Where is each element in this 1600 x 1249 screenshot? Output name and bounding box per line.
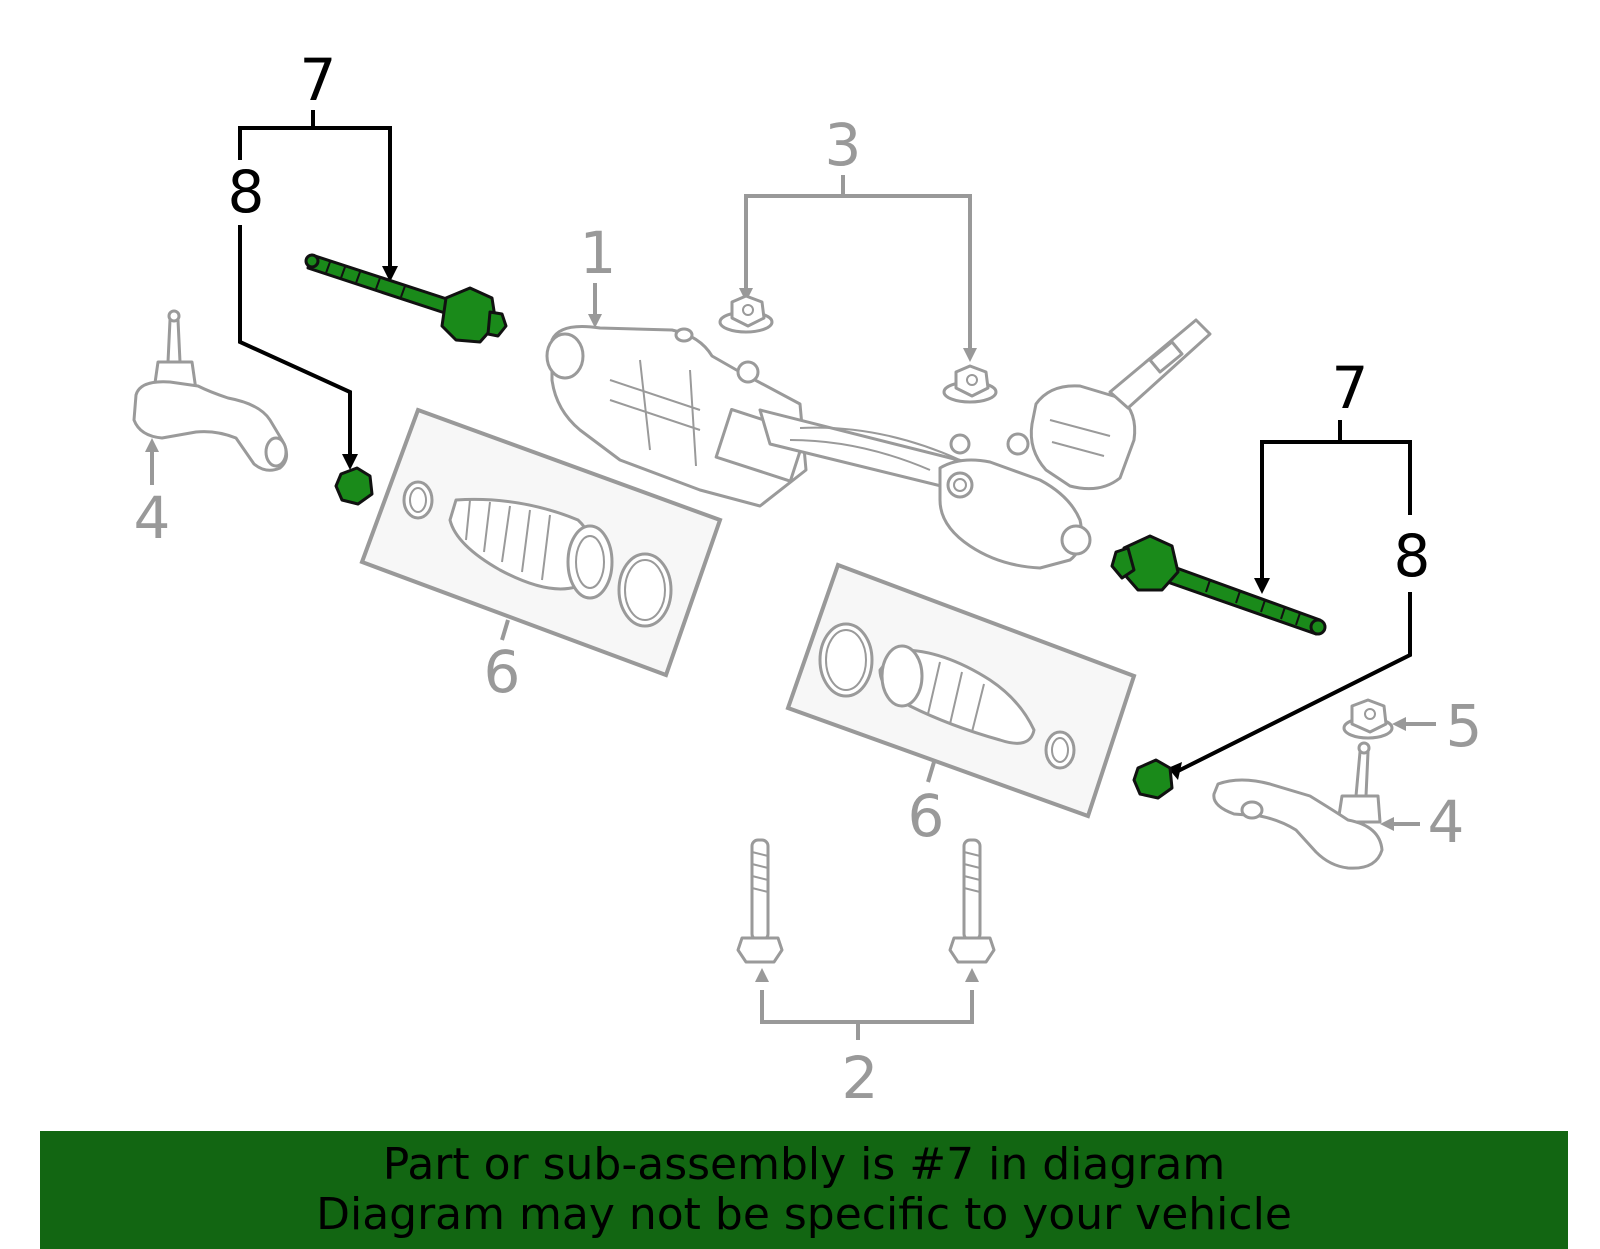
leader-line-7-left-a [238, 110, 315, 160]
arrow-head-8-left [342, 454, 358, 470]
banner-line-1: Part or sub-assembly is #7 in diagram [382, 1139, 1226, 1190]
mounting-bolt-2b[interactable] [948, 838, 996, 964]
callout-5[interactable]: 5 [1446, 692, 1483, 760]
callout-7-right[interactable]: 7 [1332, 354, 1369, 422]
callout-3[interactable]: 3 [825, 111, 862, 179]
castle-nut-5[interactable] [1342, 698, 1394, 740]
callout-1[interactable]: 1 [580, 219, 617, 287]
callout-2[interactable]: 2 [842, 1044, 879, 1112]
leader-line-2 [760, 990, 974, 1024]
leader-line-8-right [1175, 592, 1412, 774]
callout-4-right[interactable]: 4 [1428, 788, 1465, 856]
leader-line-3-b [843, 194, 972, 350]
callout-8-left[interactable]: 8 [228, 158, 265, 226]
callout-6-right[interactable]: 6 [908, 782, 945, 850]
callout-7-left[interactable]: 7 [300, 46, 337, 114]
leader-line-7-right-b [1340, 440, 1412, 515]
arrow-head-8-right [1168, 762, 1182, 780]
callout-4-left[interactable]: 4 [134, 484, 171, 552]
steering-gear-assembly[interactable] [545, 318, 1212, 570]
boot-kit-left[interactable] [359, 407, 723, 678]
leader-line-6-right [926, 761, 936, 783]
outer-tie-rod-end-right[interactable] [1212, 741, 1384, 870]
arrow-head-1 [588, 314, 602, 328]
arrow-head-7-left [382, 266, 398, 282]
banner-line-2: Diagram may not be specific to your vehi… [316, 1189, 1292, 1240]
arrow-head-3-b [963, 348, 977, 362]
inner-tie-rod-left[interactable] [304, 253, 508, 344]
arrow-head-2-b [965, 968, 979, 982]
arrow-head-4-left [145, 438, 159, 452]
arrow-head-4-right [1380, 817, 1394, 831]
arrow-head-7-right [1254, 578, 1270, 594]
arrow-head-2-a [755, 968, 769, 982]
callout-group-7-8-left: 7 8 [228, 46, 398, 470]
jam-nut-left[interactable] [334, 466, 374, 506]
callout-6-left[interactable]: 6 [484, 638, 521, 706]
mounting-bolt-2a[interactable] [736, 838, 784, 964]
mounting-nut-3b[interactable] [942, 364, 998, 404]
arrow-head-5 [1392, 717, 1406, 731]
inner-tie-rod-right[interactable] [1110, 534, 1327, 636]
info-banner: Part or sub-assembly is #7 in diagram Di… [40, 1131, 1568, 1249]
mounting-nut-3a[interactable] [718, 294, 774, 334]
outer-tie-rod-end-left[interactable] [132, 309, 288, 472]
callout-8-right[interactable]: 8 [1394, 522, 1431, 590]
leader-line-7-right-a [1260, 420, 1342, 580]
leader-line-7-left-b [313, 126, 392, 270]
leader-line-8-left [238, 225, 352, 458]
callout-group-7-8-right: 7 8 [1168, 354, 1430, 780]
leader-line-6-left [500, 619, 510, 641]
jam-nut-right[interactable] [1132, 758, 1174, 800]
leader-line-3-a [744, 175, 845, 290]
boot-kit-right[interactable] [785, 562, 1137, 819]
